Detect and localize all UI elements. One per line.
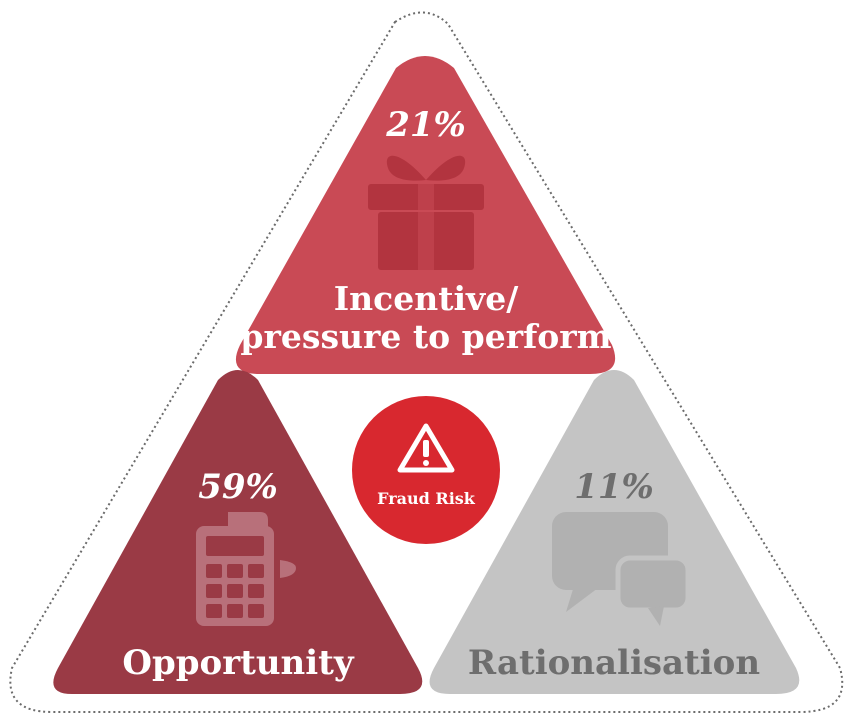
fraud-risk-badge: Fraud Risk (352, 396, 500, 544)
rationalisation-segment: 11% Rationalisation (429, 370, 800, 694)
opportunity-percent: 59% (198, 467, 278, 507)
speech-bubbles-icon (552, 512, 691, 626)
incentive-percent: 21% (385, 105, 466, 145)
rationalisation-label: Rationalisation (468, 643, 760, 683)
incentive-segment: 21% Incentive/ pressure to perform (235, 56, 616, 374)
incentive-label-line2: pressure to perform (240, 317, 611, 356)
gift-icon (368, 155, 484, 270)
card-reader-icon (196, 512, 296, 626)
rationalisation-percent: 11% (574, 467, 654, 507)
outer-dotted-triangle (9, 11, 844, 713)
opportunity-segment: 59% Opportunity (53, 370, 423, 694)
warning-icon (397, 423, 455, 473)
incentive-label-line1: Incentive/ (334, 279, 519, 318)
fraud-risk-label: Fraud Risk (377, 489, 476, 508)
opportunity-label: Opportunity (122, 643, 355, 683)
